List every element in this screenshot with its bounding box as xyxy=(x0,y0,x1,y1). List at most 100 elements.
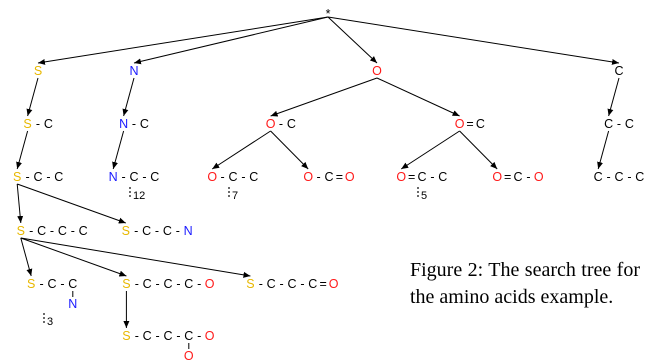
atom-c: C xyxy=(143,277,152,291)
atom-c: C xyxy=(635,170,644,184)
tree-edge xyxy=(597,130,610,170)
ellipsis-dot xyxy=(417,191,419,193)
tree-node-s4: S-C-C-C xyxy=(17,224,88,238)
tree-edges xyxy=(16,16,620,328)
atom-o: O xyxy=(205,329,215,343)
bond: = xyxy=(408,170,415,184)
atom-n: N xyxy=(119,117,128,131)
atom-c: C xyxy=(184,329,193,343)
atom-c: C xyxy=(614,64,623,78)
bond: = xyxy=(466,117,473,131)
tree-node-s8: S-C-C-C=O xyxy=(246,277,339,291)
bond: - xyxy=(40,277,44,291)
bond: - xyxy=(122,170,126,184)
bond: - xyxy=(36,117,40,131)
continuation-marker: 7 xyxy=(228,187,238,202)
atom-c: C xyxy=(129,170,138,184)
tree-node-o5: O-C=O xyxy=(303,170,355,184)
atom-c: C xyxy=(287,277,296,291)
tree-edge xyxy=(17,183,126,224)
tree-edge xyxy=(133,16,329,65)
bond: - xyxy=(627,170,631,184)
tree-edge xyxy=(376,77,460,117)
tree-node-o3: O=C xyxy=(455,117,485,131)
atom-c: C xyxy=(513,170,522,184)
tree-edge xyxy=(400,130,460,170)
bond: - xyxy=(156,277,160,291)
continuation-marker: 3 xyxy=(43,313,53,328)
ellipsis-dot xyxy=(43,321,45,323)
tree-root: * xyxy=(326,7,331,21)
bond: - xyxy=(46,170,50,184)
continuation-count: 12 xyxy=(133,190,145,202)
figure-caption: Figure 2: The search tree for the amino … xyxy=(410,259,640,308)
tree-node-n1: N xyxy=(129,64,138,78)
atom-c: C xyxy=(324,170,333,184)
atom-c: C xyxy=(417,170,426,184)
atom-c: C xyxy=(476,117,485,131)
atom-c: C xyxy=(140,117,149,131)
bond: - xyxy=(71,224,75,238)
bond: = xyxy=(336,170,343,184)
continuation-marker: 5 xyxy=(417,187,427,202)
tree-edge xyxy=(607,77,620,117)
ellipsis-dot xyxy=(129,195,131,197)
atom-o: O xyxy=(329,277,339,291)
bond: - xyxy=(279,117,283,131)
atom-c: C xyxy=(308,277,317,291)
bond: = xyxy=(504,170,511,184)
ellipsis-dot xyxy=(417,195,419,197)
tree-edge xyxy=(122,77,135,117)
atom-c: C xyxy=(184,277,193,291)
atom-o: O xyxy=(372,64,382,78)
atom-c: C xyxy=(33,170,42,184)
ellipsis-dot xyxy=(417,187,419,189)
atom-c: C xyxy=(58,224,67,238)
tree-edge xyxy=(270,130,309,170)
continuation-marker: 12 xyxy=(129,187,145,202)
tree-node-o4: O-C-C xyxy=(207,170,258,184)
atom-o: O xyxy=(396,170,406,184)
atom-s: S xyxy=(17,224,25,238)
bond: - xyxy=(132,117,136,131)
bond: - xyxy=(176,329,180,343)
atom-c: C xyxy=(142,224,151,238)
bond: - xyxy=(280,277,284,291)
atom-c: C xyxy=(604,117,613,131)
bond: - xyxy=(135,329,139,343)
tree-node-n3: N-C-C xyxy=(109,170,160,184)
atom-s: S xyxy=(122,224,130,238)
continuation-count: 7 xyxy=(232,190,238,202)
atom-n: N xyxy=(109,170,118,184)
bond: - xyxy=(135,277,139,291)
continuation-count: 3 xyxy=(47,316,53,328)
continuation-count: 5 xyxy=(421,190,427,202)
ellipsis-dot xyxy=(43,317,45,319)
tree-continuations: 12 7 5 3 xyxy=(43,187,427,328)
bond: - xyxy=(526,170,530,184)
atom-c: C xyxy=(79,224,88,238)
tree-node-s3: S-C-C xyxy=(13,170,63,184)
tree-edge xyxy=(20,237,251,278)
ellipsis-dot xyxy=(129,191,131,193)
bond: - xyxy=(29,224,33,238)
atom-c: C xyxy=(68,277,77,291)
bond: - xyxy=(221,170,225,184)
atom-o: O xyxy=(303,170,313,184)
atom-n: N xyxy=(129,64,138,78)
atom-c: C xyxy=(625,117,634,131)
tree-edge xyxy=(459,130,498,170)
tree-node-o1: O xyxy=(372,64,382,78)
atom-c: C xyxy=(163,224,172,238)
ellipsis-dot xyxy=(228,191,230,193)
ellipsis-dot xyxy=(228,195,230,197)
bond: = xyxy=(320,277,327,291)
atom-n: N xyxy=(184,224,193,238)
substituent-atom-n: N xyxy=(68,297,77,311)
bond: - xyxy=(26,170,30,184)
tree-node-o7: O=C-O xyxy=(492,170,544,184)
bond: - xyxy=(176,277,180,291)
atom-c: C xyxy=(150,170,159,184)
bond: - xyxy=(176,224,180,238)
bond: - xyxy=(142,170,146,184)
